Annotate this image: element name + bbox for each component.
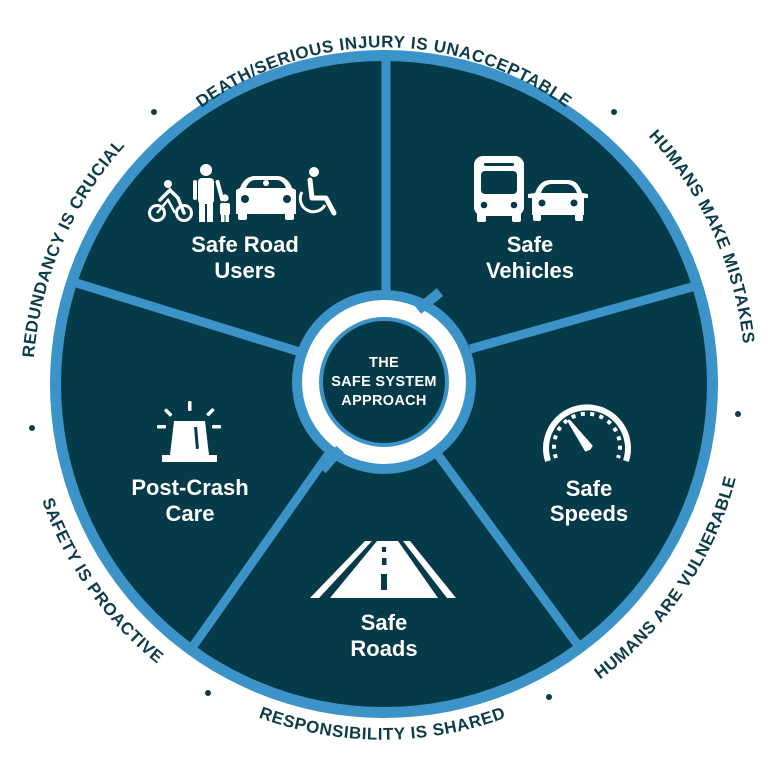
spoke-right [468, 280, 701, 354]
separator-dot [611, 109, 617, 115]
segment-label-line1: Post-Crash [131, 475, 248, 500]
separator-dot [546, 694, 552, 700]
separator-dot [205, 690, 211, 696]
center-hub: THE SAFE SYSTEM APPROACH [292, 288, 476, 474]
center-title-line2: SAFE SYSTEM [331, 374, 437, 390]
segment-safe-speeds: Safe Speeds [543, 404, 631, 526]
segment-label-line1: Safe Road [191, 232, 299, 257]
segment-label-line1: Safe [361, 610, 407, 635]
segment-label-line2: Roads [350, 636, 417, 661]
segment-safe-vehicles: Safe Vehicles [474, 156, 588, 283]
bus-icon [474, 156, 524, 222]
speedometer-icon [543, 404, 631, 462]
spoke-lower-right [434, 452, 584, 651]
pedestrian-adult-icon [193, 164, 225, 222]
segment-safe-road-users: Safe Road Users [148, 164, 337, 283]
separator-dots [29, 109, 741, 700]
spokes [68, 58, 701, 655]
separator-dot [151, 109, 157, 115]
segment-label-line2: Users [214, 258, 275, 283]
segment-label-line2: Care [166, 501, 215, 526]
wheelchair-icon [298, 167, 337, 216]
car-front-icon [236, 176, 296, 220]
segment-label-line1: Safe [566, 476, 612, 501]
separator-dot [735, 411, 741, 417]
bicycle-icon [148, 180, 193, 222]
spoke-lower-left [185, 449, 334, 655]
center-title-line1: THE [369, 355, 399, 371]
segment-label-line2: Vehicles [486, 258, 574, 283]
road-icon [310, 541, 456, 598]
vehicles-icon [474, 156, 588, 222]
separator-dot [29, 425, 35, 431]
spoke-left [68, 276, 302, 357]
road-users-icon [148, 164, 337, 222]
emergency-light-icon [157, 401, 221, 462]
center-title-line3: APPROACH [341, 393, 426, 409]
pedestrian-child-icon [220, 194, 230, 222]
segment-safe-roads: Safe Roads [310, 541, 456, 661]
segment-post-crash-care: Post-Crash Care [131, 401, 249, 526]
segment-label-line1: Safe [507, 232, 553, 257]
segment-label-line2: Speeds [550, 501, 628, 526]
car-icon [528, 180, 588, 221]
